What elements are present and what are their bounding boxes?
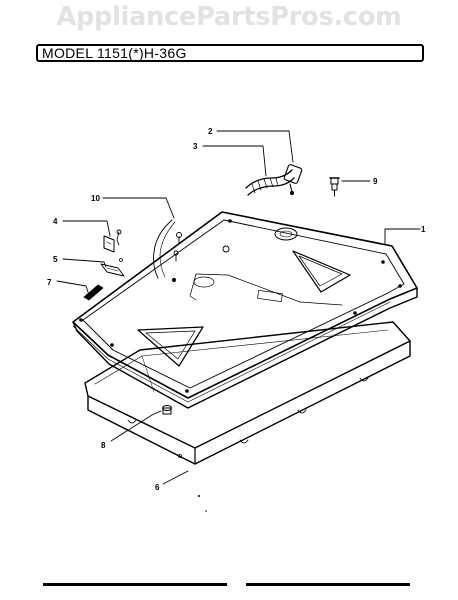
callout-1: 1 [421,225,426,234]
model-title: MODEL 1151(*)H-36G [42,45,187,61]
strip-clip [83,284,104,301]
callout-7: 7 [47,278,52,287]
callout-6: 6 [155,483,160,492]
callout-10: 10 [91,194,100,203]
scan-specks [198,495,207,512]
retaining-clip [100,258,125,277]
orifice-fitting [329,177,340,197]
callout-5: 5 [53,255,58,264]
callout-3: 3 [193,142,198,151]
callout-9: 9 [373,177,378,186]
gas-tube-assembly [245,164,303,196]
watermark-logo: AppliancePartsPros.com [56,2,402,32]
wire-harness [153,219,182,283]
mounting-bracket [103,229,122,253]
cooktop-top-pan [72,211,418,409]
callout-labels: 1 2 3 4 5 6 7 8 9 10 [47,127,426,492]
footer-rule-right [246,583,410,586]
leader-lines [56,130,421,485]
bottom-drip-pan [84,321,411,465]
footer-rule-left [43,583,227,586]
screw-part [162,405,172,415]
callout-4: 4 [53,217,58,226]
model-banner: MODEL 1151(*)H-36G [36,44,424,62]
callout-2: 2 [208,127,213,136]
callout-8: 8 [101,441,106,450]
